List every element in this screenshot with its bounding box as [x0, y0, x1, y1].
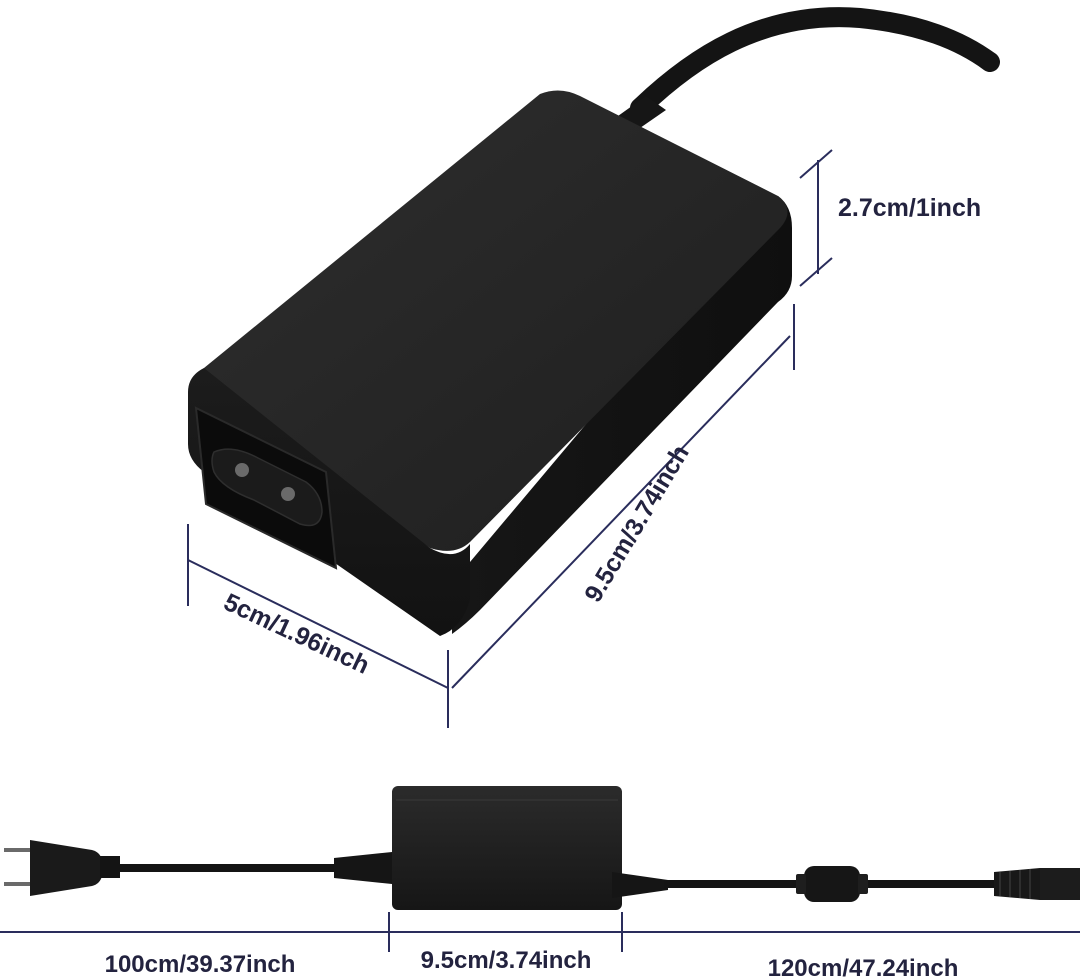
socket-pin-right — [281, 487, 295, 501]
ferrite-core — [804, 866, 860, 902]
adapter-cable-view — [4, 786, 1080, 910]
ac-cable-length-label: 100cm/39.37inch — [105, 951, 296, 978]
height-label: 2.7cm/1inch — [838, 194, 981, 222]
adapter-3d-view — [188, 7, 1000, 636]
adapter-side-face — [452, 196, 792, 634]
ferrite-core-left-cap — [796, 874, 806, 894]
length-dim-line — [451, 335, 791, 689]
cable-strain-relief — [618, 96, 666, 128]
dc-barrel-connector-icon — [994, 868, 1080, 900]
ferrite-core-right-cap — [858, 874, 868, 894]
height-dim-tick-top — [799, 149, 833, 179]
adapter-body — [392, 786, 622, 910]
eu-plug-icon — [4, 840, 120, 896]
dc-cable-length-label: 120cm/47.24inch — [768, 955, 959, 980]
output-cable-top — [630, 7, 1000, 118]
ac-strain-relief — [334, 852, 392, 884]
width-label: 5cm/1.96inch — [219, 588, 373, 680]
cable-dimension-lines — [0, 912, 1080, 952]
width-dim-line — [187, 559, 449, 689]
dc-strain-relief — [612, 872, 668, 898]
dimension-lines — [187, 149, 833, 728]
adapter-length-label: 9.5cm/3.74inch — [421, 947, 592, 974]
adapter-top-face — [197, 90, 788, 551]
height-dim-tick-bottom — [799, 257, 833, 287]
socket-pin-left — [235, 463, 249, 477]
